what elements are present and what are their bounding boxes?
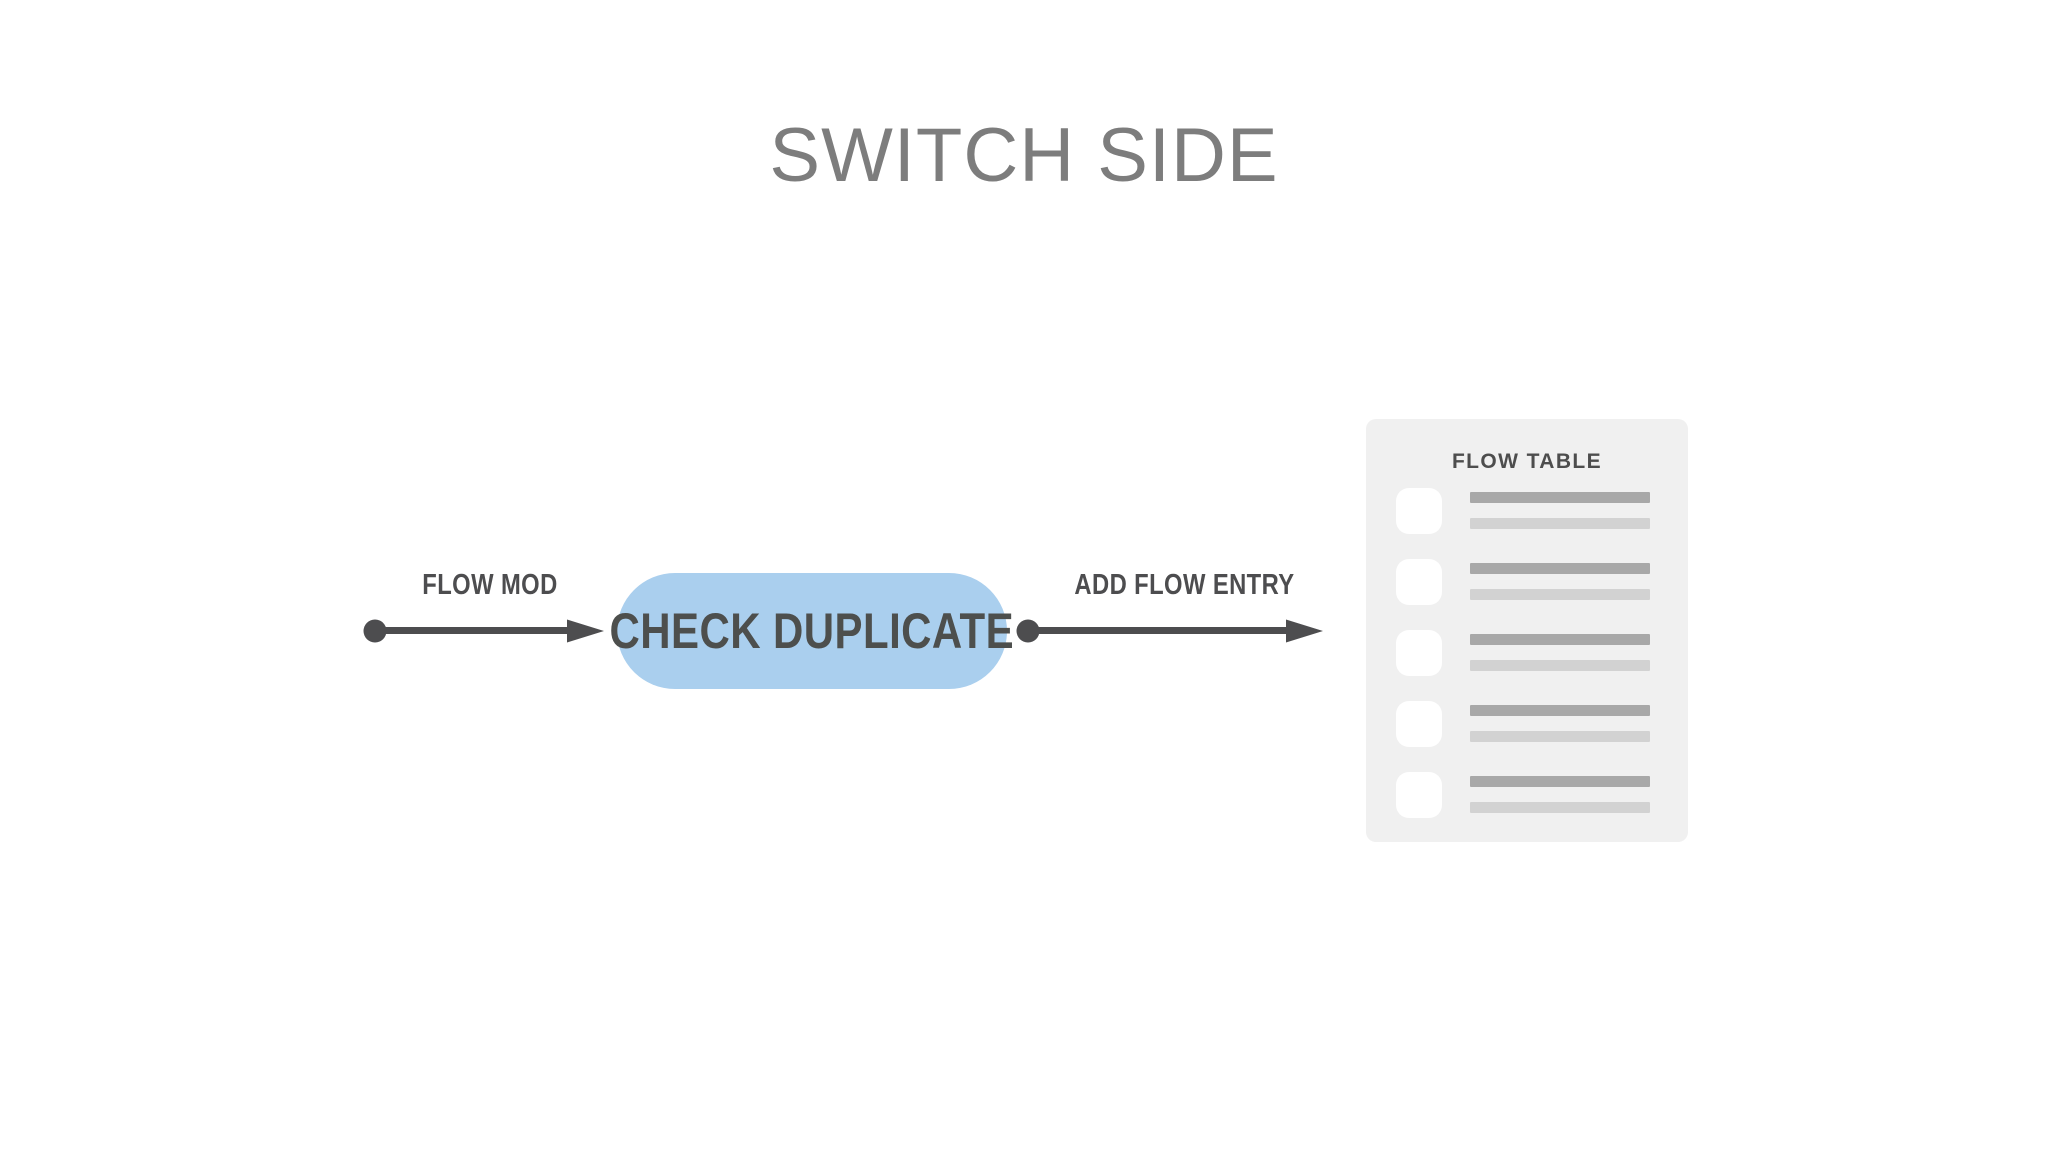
node-check-duplicate[interactable]: CHECK DUPLICATE: [610, 573, 1014, 689]
row-checkbox-icon[interactable]: [1396, 559, 1442, 605]
row-bar-primary: [1470, 776, 1650, 787]
connector-flow-mod: FLOW MOD: [360, 569, 620, 660]
flow-table-row-list: [1366, 488, 1688, 843]
connector-add-flow-entry-label: ADD FLOW ENTRY: [1074, 569, 1295, 601]
row-bar-primary: [1470, 492, 1650, 503]
connector-add-flow-entry-arrow: [1016, 619, 1323, 643]
page-title: SWITCH SIDE: [769, 113, 1279, 198]
flow-entry-row[interactable]: [1366, 772, 1688, 843]
flow-entry-row[interactable]: [1366, 701, 1688, 772]
row-bar-secondary: [1470, 802, 1650, 813]
flow-table-card[interactable]: FLOW TABLE: [1366, 419, 1688, 842]
row-bar-primary: [1470, 705, 1650, 716]
connector-line: [1028, 627, 1289, 634]
row-checkbox-icon[interactable]: [1396, 488, 1442, 534]
flow-table-title: FLOW TABLE: [1451, 450, 1603, 473]
row-bar-secondary: [1470, 731, 1650, 742]
row-bar-secondary: [1470, 518, 1650, 529]
connector-add-flow-entry: ADD FLOW ENTRY: [1012, 569, 1357, 660]
row-bar-primary: [1470, 634, 1650, 645]
flow-entry-row[interactable]: [1366, 630, 1688, 701]
flow-entry-row[interactable]: [1366, 488, 1688, 559]
connector-flow-mod-label: FLOW MOD: [422, 569, 558, 601]
row-bar-secondary: [1470, 589, 1650, 600]
arrow-head-icon: [1286, 619, 1323, 643]
row-checkbox-icon[interactable]: [1396, 701, 1442, 747]
connector-line: [375, 627, 570, 634]
node-check-duplicate-label: CHECK DUPLICATE: [609, 603, 1015, 659]
arrow-head-icon: [567, 619, 604, 643]
row-bar-secondary: [1470, 660, 1650, 671]
row-checkbox-icon[interactable]: [1396, 630, 1442, 676]
row-checkbox-icon[interactable]: [1396, 772, 1442, 818]
flow-entry-row[interactable]: [1366, 559, 1688, 630]
connector-flow-mod-arrow: [363, 619, 604, 643]
row-bar-primary: [1470, 563, 1650, 574]
